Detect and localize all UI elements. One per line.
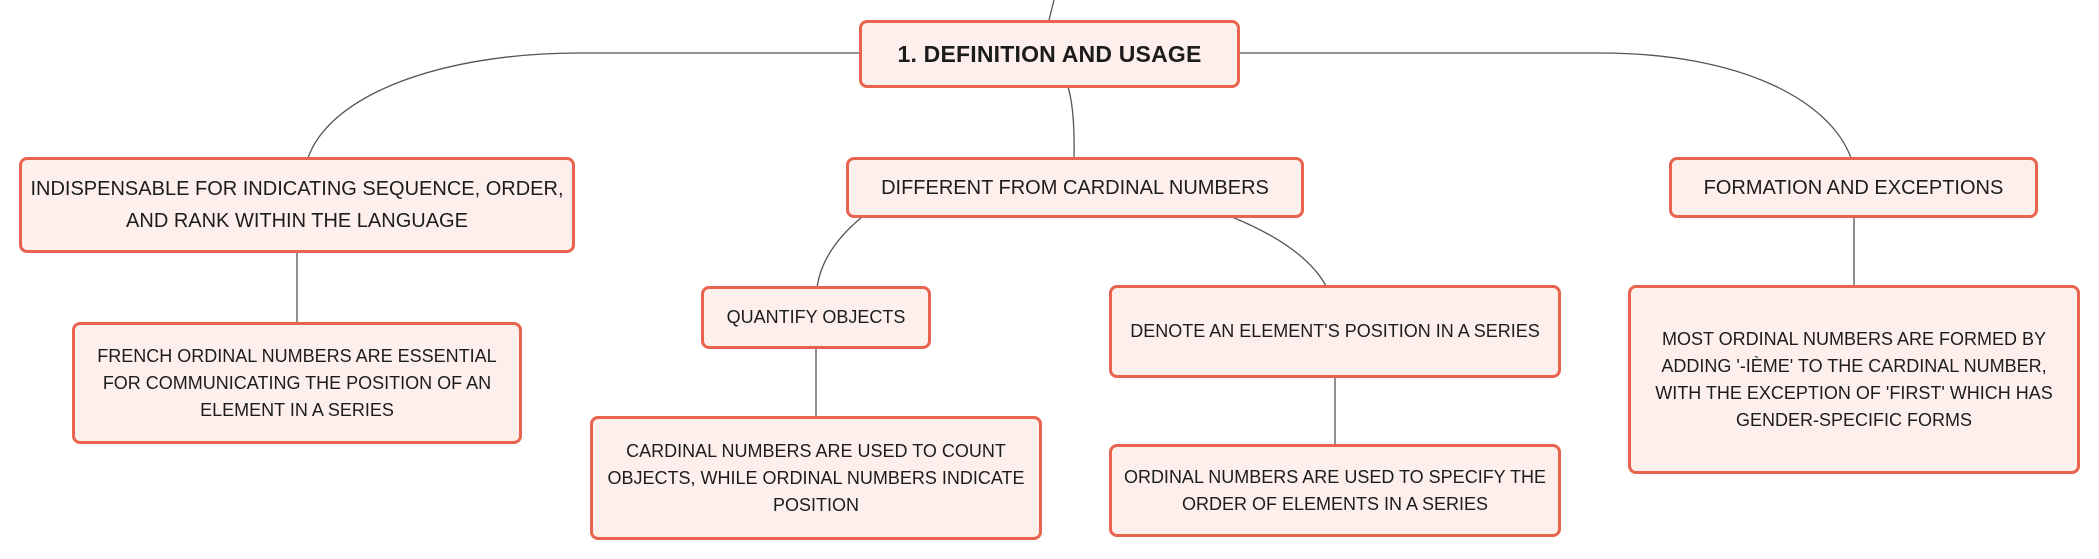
branch-sequence-order-rank-label: INDISPENSABLE FOR INDICATING SEQUENCE, O… [30,178,564,232]
connector-parent-to-root [1048,0,1055,21]
branch-different-from-cardinal[interactable]: DIFFERENT FROM CARDINAL NUMBERS [846,157,1304,218]
subtopic-quantify-objects[interactable]: QUANTIFY OBJECTS [701,286,931,349]
detail-cardinal-count-objects-text: CARDINAL NUMBERS ARE USED TO COUNT OBJEC… [607,440,1025,515]
root-topic-node[interactable]: 1. DEFINITION AND USAGE [859,20,1240,88]
detail-ordinal-specify-order[interactable]: ORDINAL NUMBERS ARE USED TO SPECIFY THE … [1109,444,1561,537]
detail-iem-formation-rule[interactable]: MOST ORDINAL NUMBERS ARE FORMED BY ADDIN… [1628,285,2080,474]
detail-ordinal-specify-order-text: ORDINAL NUMBERS ARE USED TO SPECIFY THE … [1123,466,1547,514]
root-topic-label: 1. DEFINITION AND USAGE [897,40,1202,67]
connector-middle-to-quantify [816,216,863,289]
detail-iem-formation-rule-text: MOST ORDINAL NUMBERS ARE FORMED BY ADDIN… [1655,328,2053,430]
subtopic-denote-position[interactable]: DENOTE AN ELEMENT'S POSITION IN A SERIES [1109,285,1561,378]
connector-middle-to-denote [1231,216,1327,287]
branch-formation-exceptions[interactable]: FORMATION AND EXCEPTIONS [1669,157,2038,218]
detail-french-ordinal-essential[interactable]: FRENCH ORDINAL NUMBERS ARE ESSENTIAL FOR… [72,322,522,444]
detail-cardinal-count-objects[interactable]: CARDINAL NUMBERS ARE USED TO COUNT OBJEC… [590,416,1042,540]
detail-french-ordinal-essential-text: FRENCH ORDINAL NUMBERS ARE ESSENTIAL FOR… [97,345,497,420]
connector-root-to-middle-branch [1067,86,1075,159]
subtopic-quantify-objects-label: QUANTIFY OBJECTS [726,307,906,327]
connector-root-to-left-branch [307,52,860,159]
subtopic-denote-position-label: DENOTE AN ELEMENT'S POSITION IN A SERIES [1130,321,1540,341]
branch-sequence-order-rank[interactable]: INDISPENSABLE FOR INDICATING SEQUENCE, O… [19,157,575,253]
branch-formation-exceptions-label: FORMATION AND EXCEPTIONS [1703,176,2004,199]
branch-different-from-cardinal-label: DIFFERENT FROM CARDINAL NUMBERS [881,176,1269,199]
connector-root-to-right-branch [1238,52,1852,159]
